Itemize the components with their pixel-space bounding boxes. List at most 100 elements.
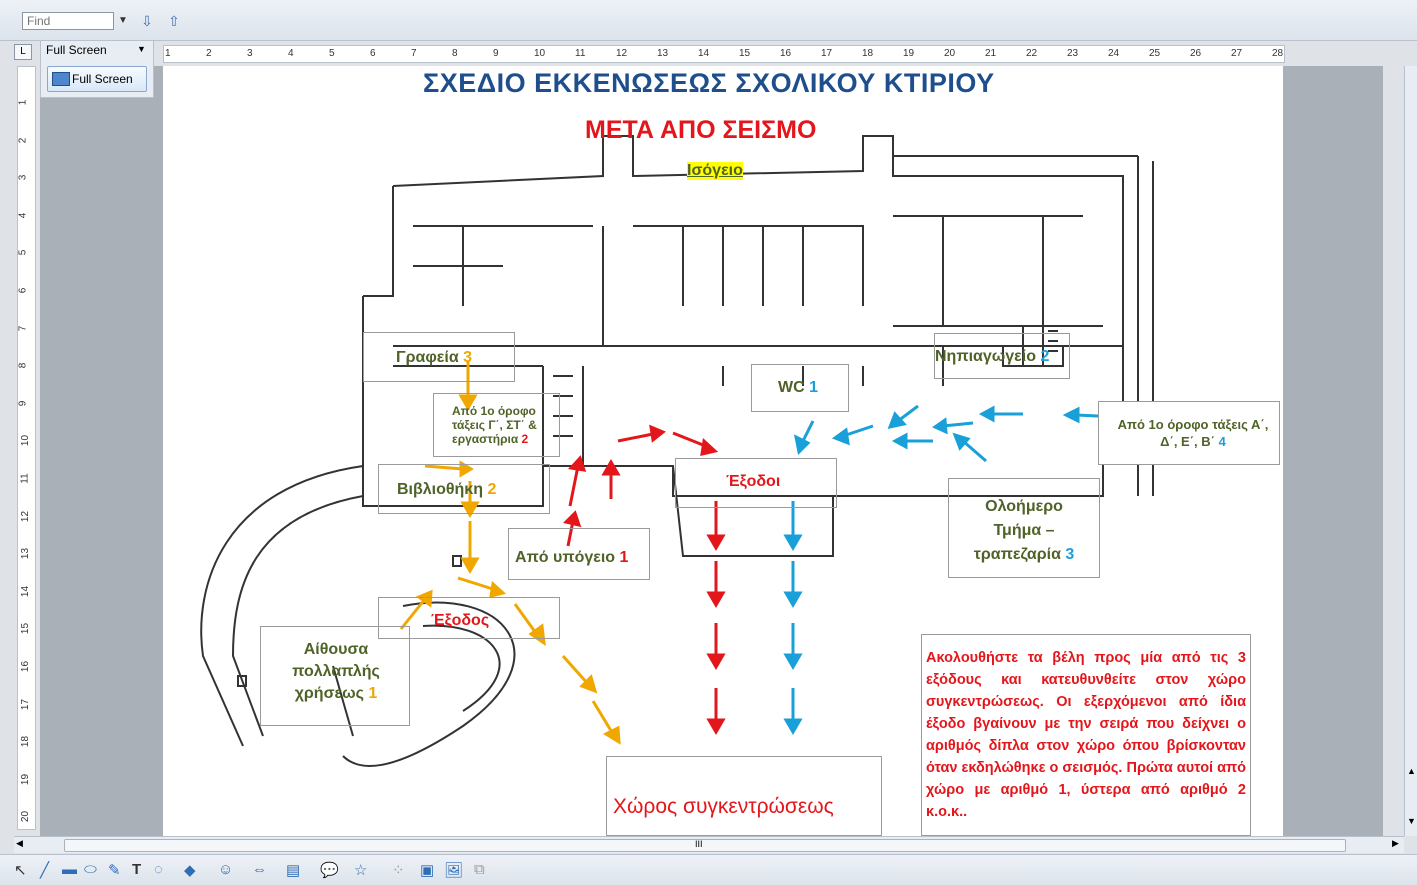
room-apo-1o-right-label: Από 1ο όροφο τάξεις Α΄, Δ΄, Ε΄, Β΄ 4 <box>1113 416 1273 450</box>
drawing-toolbar: ↖ ╱ ▬ ⬭ ✎ T ◌ ◆ ☺ ⇔ ▤ 💬 ☆ ⁘ ▣ 🖼 ⧉ <box>0 854 1417 885</box>
gathering-area: Χώρος συγκεντρώσεως <box>606 756 882 836</box>
ruler-tick: 26 <box>1190 48 1202 59</box>
room-name: Ολοήμερο Τμήμα – τραπεζαρία <box>973 498 1063 563</box>
toolbar-menu-chevron-icon[interactable]: ▼ <box>137 44 146 54</box>
text-icon[interactable]: T <box>132 861 142 878</box>
ruler-tick: 5 <box>17 250 29 256</box>
ruler-tick: 11 <box>19 473 31 484</box>
document-page[interactable]: ΣΧΕΔΙΟ ΕΚΚΕΝΩΣΕΩΣ ΣΧΟΛΙΚΟΥ ΚΤΙΡΙΟΥ ΜΕΤΑ … <box>163 66 1283 836</box>
arrow-up-icon[interactable]: ⇧ <box>168 13 180 29</box>
room-number: 3 <box>463 349 473 366</box>
insert-image-icon[interactable]: 🖼 <box>444 862 464 879</box>
find-input[interactable] <box>22 12 114 30</box>
ruler-tick: 2 <box>206 48 212 59</box>
room-aithousa-label: Αίθουσα πολλαπλής χρήσεως 1 <box>275 639 397 705</box>
ruler-tick: 18 <box>20 736 32 748</box>
room-vivliothiki: Βιβλιοθήκη 2 <box>378 464 550 514</box>
select-pointer-icon[interactable]: ↖ <box>14 862 27 879</box>
flowchart-icon[interactable]: ▤ <box>286 862 301 879</box>
freeform-icon[interactable]: ✎ <box>108 862 121 879</box>
room-vivliothiki-label: Βιβλιοθήκη 2 <box>397 481 496 499</box>
room-name: Βιβλιοθήκη <box>397 481 483 498</box>
ellipse-icon[interactable]: ⬭ <box>84 861 97 878</box>
room-number: 3 <box>1065 546 1075 563</box>
exit-main: Έξοδοι <box>675 458 837 508</box>
ruler-tick: 16 <box>780 48 792 59</box>
room-number: 1 <box>809 379 819 396</box>
callouts-icon[interactable]: 💬 <box>320 862 339 879</box>
room-wc-label: WC 1 <box>778 379 818 397</box>
room-wc: WC 1 <box>751 364 849 412</box>
symbol-shapes-icon[interactable]: ☺ <box>218 861 234 878</box>
extrusion-icon[interactable]: ⧉ <box>474 861 485 878</box>
room-name: Νηπιαγωγείο <box>935 348 1036 365</box>
ruler-tick: 23 <box>1067 48 1079 59</box>
horizontal-scrollbar[interactable]: ◀ III ▶ <box>14 836 1404 853</box>
ruler-tick: 3 <box>17 174 29 181</box>
arrow-down-icon[interactable]: ⇩ <box>141 13 153 29</box>
room-oloimero-label: Ολοήμερο Τμήμα – τραπεζαρία 3 <box>961 495 1087 567</box>
exit-main-label: Έξοδοι <box>726 473 781 490</box>
ruler-tick: 2 <box>17 137 29 143</box>
ruler-tick: 15 <box>739 48 751 59</box>
points-icon[interactable]: ⁘ <box>392 862 405 879</box>
ruler-tick: 12 <box>616 48 628 59</box>
basic-shapes-icon[interactable]: ◆ <box>184 862 196 879</box>
scroll-left-icon[interactable]: ◀ <box>16 838 23 848</box>
find-dropdown-chevron-icon[interactable]: ▼ <box>118 15 128 26</box>
room-number: 2 <box>487 481 497 498</box>
horizontal-scroll-thumb[interactable]: III <box>64 839 1346 852</box>
room-number: 2 <box>1040 348 1050 365</box>
ruler-tick: 14 <box>698 48 710 59</box>
stars-icon[interactable]: ☆ <box>354 862 368 879</box>
room-oloimero: Ολοήμερο Τμήμα – τραπεζαρία 3 <box>948 478 1100 578</box>
ruler-tick: 20 <box>944 48 956 59</box>
ruler-tick: 4 <box>17 212 29 219</box>
scroll-right-icon[interactable]: ▶ <box>1392 838 1399 848</box>
scroll-down-icon[interactable]: ▼ <box>1407 816 1416 826</box>
exit-left-label: Έξοδος <box>431 612 490 629</box>
floor-label: Ισόγειο <box>687 162 743 180</box>
room-name: Από υπόγειο <box>515 549 616 566</box>
full-screen-button[interactable]: Full Screen <box>47 66 147 92</box>
ruler-tick: 28 <box>1272 48 1284 59</box>
ruler-tick: 9 <box>493 48 499 59</box>
ruler-tick: 4 <box>288 48 294 59</box>
room-apo-1o-left: Από 1ο όροφο τάξεις Γ΄, ΣΤ΄ & εργαστήρια… <box>433 393 560 457</box>
ruler-tick: 11 <box>575 48 586 59</box>
ruler-tick: 18 <box>862 48 874 59</box>
ruler-tick: 6 <box>17 287 29 294</box>
ruler-tick: 1 <box>165 48 171 59</box>
ruler-tick: 9 <box>17 400 29 407</box>
ruler-tick: 20 <box>20 811 32 823</box>
ruler-tick: 1 <box>17 99 29 106</box>
room-ypogeio-label: Από υπόγειο 1 <box>515 549 628 567</box>
ruler-tick: 19 <box>903 48 915 59</box>
gathering-label: Χώρος συγκεντρώσεως <box>613 795 834 818</box>
room-grafeia: Γραφεία 3 <box>363 332 515 382</box>
tab-stop-type-button[interactable]: L <box>14 44 32 60</box>
ruler-tick: 17 <box>20 698 32 710</box>
ruler-tick: 10 <box>534 48 546 59</box>
room-apo-1o-left-label: Από 1ο όροφο τάξεις Γ΄, ΣΤ΄ & εργαστήρια… <box>452 404 552 446</box>
callout-icon[interactable]: ◌ <box>154 861 163 878</box>
scroll-up-icon[interactable]: ▲ <box>1407 766 1416 776</box>
vertical-scrollbar[interactable]: ▲ ▼ <box>1404 66 1417 836</box>
fontwork-icon[interactable]: ▣ <box>420 862 435 879</box>
line-icon[interactable]: ╱ <box>40 862 50 879</box>
rectangle-icon[interactable]: ▬ <box>62 861 77 878</box>
block-arrows-icon[interactable]: ⇔ <box>252 861 267 878</box>
ruler-tick: 15 <box>20 623 32 635</box>
monitor-icon <box>52 72 70 86</box>
toolbar-title: Full Screen <box>46 43 107 57</box>
ruler-tick: 13 <box>657 48 669 59</box>
full-screen-button-label: Full Screen <box>72 72 133 86</box>
full-screen-toolbar: Full Screen ▼ Full Screen <box>40 40 154 98</box>
room-apo-1o-right: Από 1ο όροφο τάξεις Α΄, Δ΄, Ε΄, Β΄ 4 <box>1098 401 1280 465</box>
room-nipiagogeio: Νηπιαγωγείο 2 <box>934 333 1070 379</box>
ruler-tick: 14 <box>20 585 32 597</box>
ruler-tick: 25 <box>1149 48 1161 59</box>
ruler-tick: 27 <box>1231 48 1243 59</box>
